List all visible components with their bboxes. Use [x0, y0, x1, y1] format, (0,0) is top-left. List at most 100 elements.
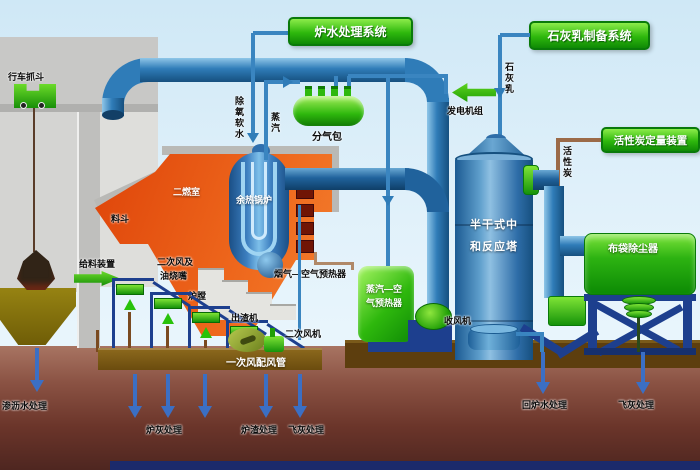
grate-pusher — [192, 312, 220, 323]
secondary-air-label-2: 油烧嘴 — [160, 271, 188, 281]
carbon-system-box: 活性炭定量装置 — [601, 127, 700, 153]
furnace-label: 炉膛 — [188, 291, 207, 301]
preheater-steam-branch — [386, 76, 390, 268]
tower-ring — [455, 224, 533, 226]
dust-discharge-disc — [626, 310, 652, 318]
secondary-chamber-label: 二燃室 — [173, 187, 201, 197]
return-water-tank — [468, 328, 520, 350]
grate-pusher — [154, 298, 182, 309]
steam-header-nozzle — [318, 86, 325, 98]
down-arrow-icon — [198, 406, 212, 418]
duct-end-cap — [102, 110, 124, 120]
ash-arrow-stem — [166, 374, 170, 406]
ash-treatment-label: 炉灰处理 — [146, 425, 183, 435]
steam-pipe-v — [264, 84, 268, 160]
hopper-label: 料斗 — [111, 214, 130, 224]
primary-air-duct — [98, 348, 322, 370]
leachate-label: 渗沥水处理 — [2, 401, 48, 411]
flyash-arrow-stem — [298, 374, 302, 406]
dust-discharge-line — [637, 314, 640, 352]
flyash-right-arrow-stem — [641, 352, 645, 382]
steam-header-nozzle — [331, 86, 338, 98]
id-fan — [415, 303, 452, 330]
down-arrow-icon — [636, 382, 650, 394]
down-arrow-icon — [293, 406, 307, 418]
air-riser-pipe — [166, 326, 169, 352]
header-stub — [347, 76, 351, 88]
air-up-arrow-icon — [124, 299, 136, 310]
duct-elbow-right — [405, 58, 449, 102]
tank-outlet-pipe — [516, 332, 544, 336]
boiler-tube-inner — [251, 162, 267, 240]
carbon-system-label: 活性炭定量装置 — [613, 134, 688, 147]
softwater-pipe-v — [251, 33, 255, 135]
crane-cable — [33, 108, 35, 252]
boiler-tube-outer — [241, 162, 277, 256]
down-arrow-icon — [247, 133, 259, 143]
slag-arrow-stem — [264, 374, 268, 406]
air-riser-pipe — [96, 330, 99, 352]
crane-wheel — [20, 102, 27, 109]
grate-step-edge — [112, 278, 154, 281]
flue-link-pipe-h — [314, 262, 354, 265]
air-riser-pipe — [128, 312, 131, 352]
down-arrow-icon — [128, 406, 142, 418]
bag-filter-base — [584, 348, 696, 355]
down-arrow-icon — [30, 380, 44, 392]
steam-header-nozzle — [305, 86, 312, 98]
steam-pipe-h — [264, 80, 300, 84]
bag-filter-leg — [588, 294, 597, 354]
down-arrow-icon — [536, 382, 550, 394]
sa-preheater-label-1: 蒸汽—空 — [366, 284, 403, 294]
flue-link-pipe-v2 — [351, 262, 354, 270]
bottom-water-strip — [110, 461, 700, 470]
lime-flow-label: 石灰乳 — [504, 62, 514, 95]
lime-pipe-h — [500, 33, 530, 37]
tower-ring — [455, 320, 533, 322]
flyash-treatment-label: 飞灰处理 — [288, 425, 325, 435]
boiler-drum-ball — [257, 252, 283, 278]
returnwater-label: 回炉水处理 — [522, 400, 568, 410]
return-water-tank-top — [470, 324, 518, 334]
flue-stair — [270, 304, 296, 320]
air-riser-pipe — [204, 340, 207, 352]
air-up-arrow-icon — [200, 327, 212, 338]
flue-stair — [246, 292, 272, 320]
softwater-pipe-h — [253, 31, 290, 35]
crane-wheel — [38, 102, 45, 109]
lime-system-box: 石灰乳制备系统 — [529, 21, 650, 50]
secondary-fan — [264, 336, 284, 352]
grate-step-post — [188, 306, 191, 350]
generator-steam-pipe-h — [348, 74, 448, 78]
carbon-pipe-h — [558, 138, 601, 142]
grate-step-post — [150, 292, 153, 350]
slag-treatment-label: 炉渣处理 — [241, 425, 278, 435]
feeder-label: 给料装置 — [79, 259, 116, 269]
grate-step-post — [226, 320, 229, 350]
fg-preheater-label: 烟气—空气预热器 — [274, 269, 347, 279]
steam-header-nozzle — [344, 86, 351, 98]
feeder-arrow — [74, 271, 120, 286]
down-arrow-icon — [494, 88, 506, 98]
flyash-right-label: 飞灰处理 — [618, 400, 655, 410]
main-duct-horizontal — [140, 58, 408, 82]
steam-header-label: 分气包 — [312, 132, 342, 143]
right-arrow-icon — [283, 76, 293, 88]
tower-label-1: 半干式中 — [470, 219, 518, 231]
pit-front-wall — [77, 112, 100, 348]
bag-filter-label: 布袋除尘器 — [608, 244, 658, 255]
bag-filter-leg — [683, 294, 692, 354]
filter-inlet-pipe — [560, 236, 588, 256]
slag-discharger-label: 出渣机 — [231, 313, 259, 323]
secondary-fan-label: 二次风机 — [285, 329, 322, 339]
secondary-air-label-1: 二次风及 — [157, 257, 194, 267]
grate-pusher — [116, 284, 144, 295]
ash-arrow-stem — [133, 374, 137, 406]
boiler-outlet-duct — [285, 168, 409, 190]
secondary-fan-stack — [270, 328, 275, 337]
tower-label-2: 和反应塔 — [470, 241, 518, 253]
lime-system-label: 石灰乳制备系统 — [547, 29, 632, 43]
down-arrow-icon — [382, 196, 394, 206]
down-arrow-icon — [161, 406, 175, 418]
